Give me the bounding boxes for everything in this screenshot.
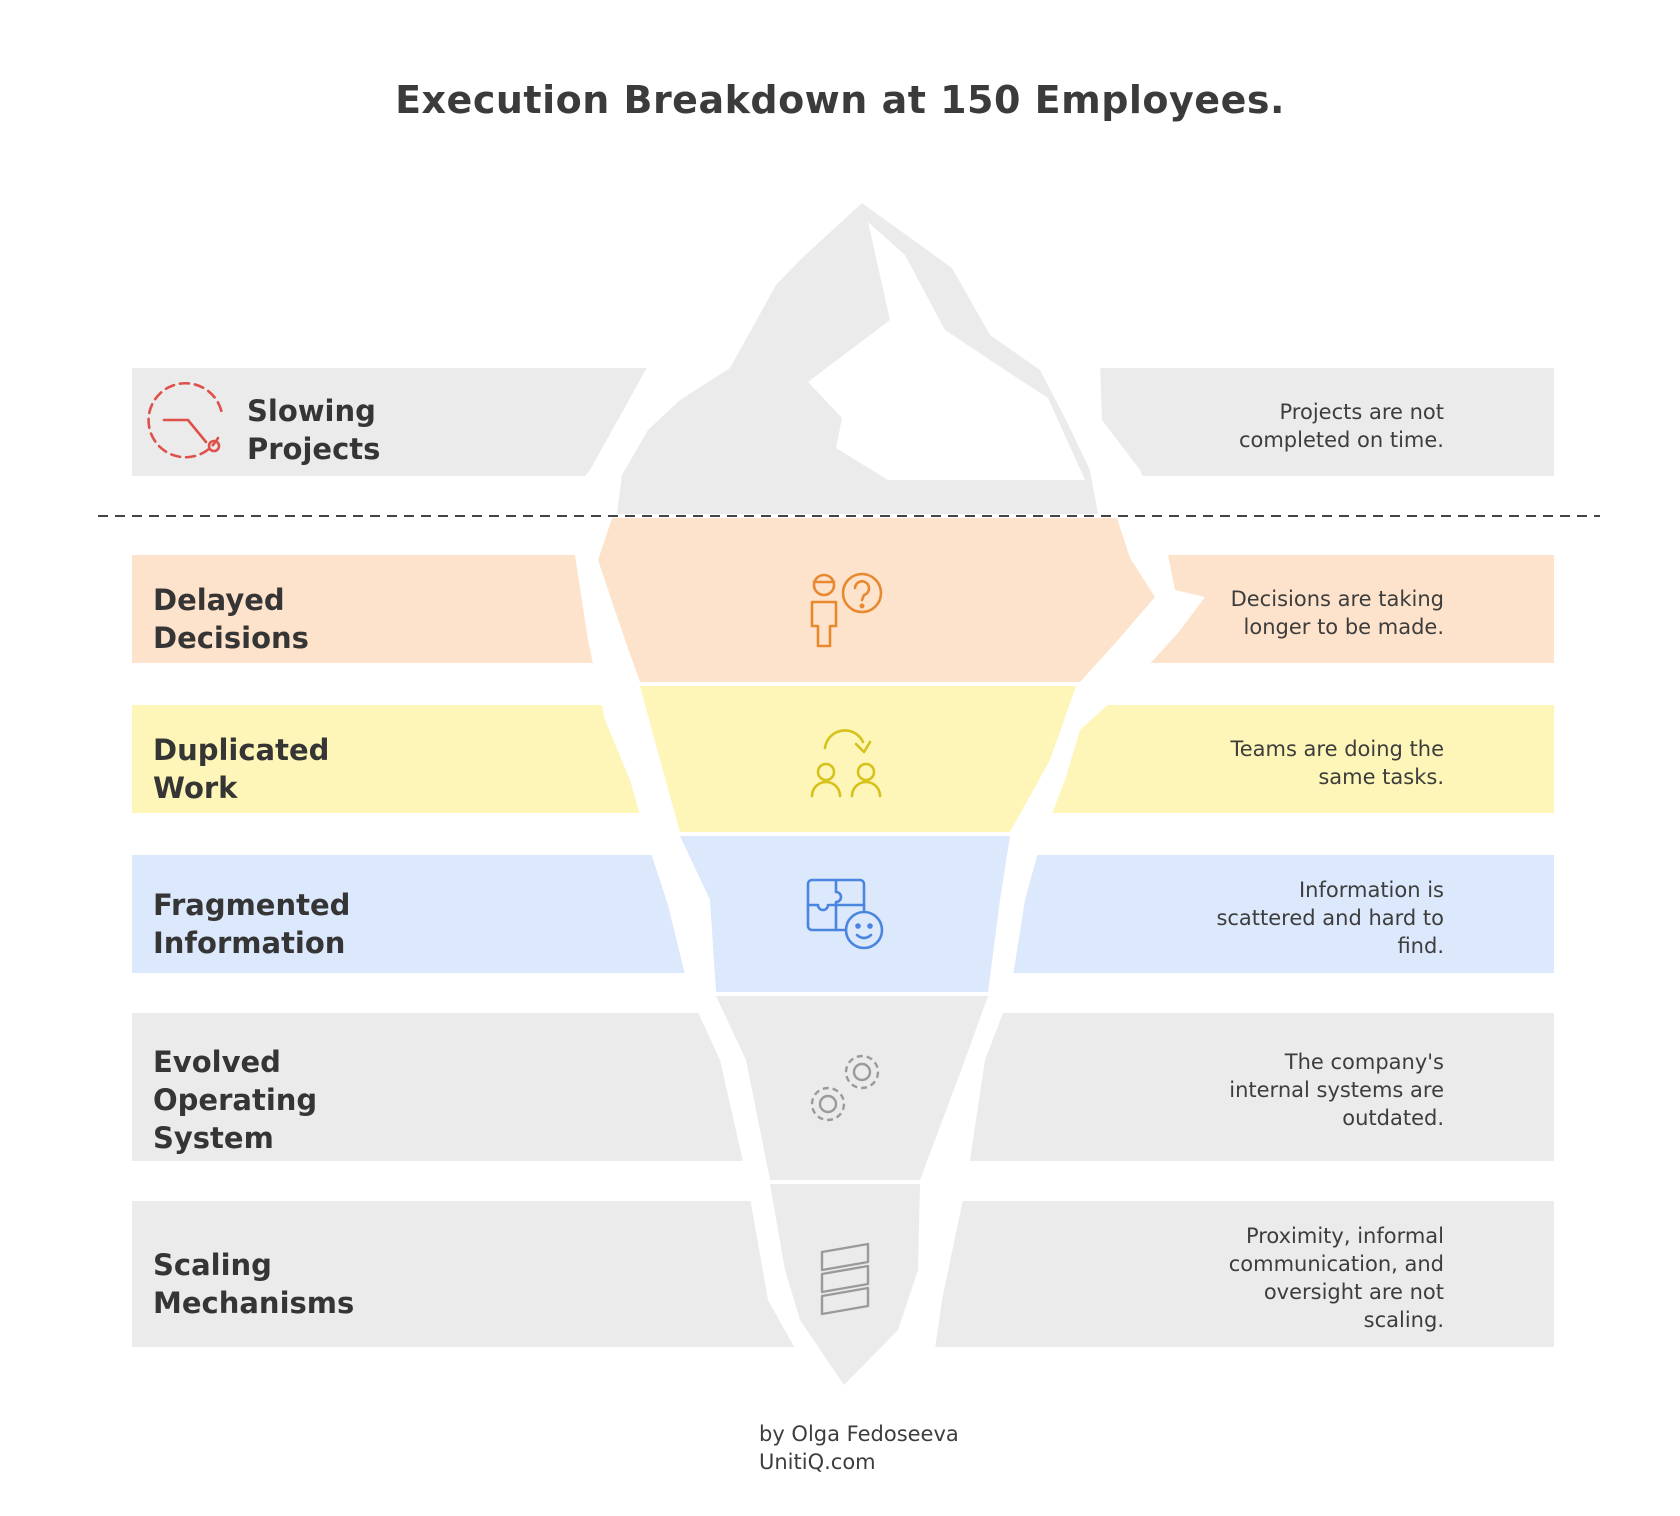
segment-4 — [680, 836, 1010, 992]
puzzle-face-icon — [806, 878, 884, 950]
segment-5 — [716, 996, 988, 1180]
layer-label-fragmented-information: Fragmented Information — [153, 888, 351, 960]
layer-description-delayed-decisions: Decisions are taking longer to be made. — [1230, 587, 1444, 639]
layer-description-fragmented-information: Information is scattered and hard to fin… — [1216, 878, 1444, 958]
timer-icon — [147, 381, 224, 459]
question-person-icon — [810, 572, 883, 648]
layer-label-duplicated-work: Duplicated Work — [153, 733, 330, 805]
segment-2 — [598, 518, 1155, 682]
layer-label-scaling-mechanisms: Scaling Mechanisms — [153, 1248, 355, 1320]
page-title: Execution Breakdown at 150 Employees. — [395, 78, 1285, 122]
credit-author: by Olga Fedoseeva — [759, 1422, 959, 1446]
segment-3 — [640, 686, 1076, 832]
segment-6 — [770, 1184, 920, 1385]
gears-icon — [810, 1054, 880, 1122]
layer-description-slowing-projects: Projects are not completed on time. — [1238, 400, 1444, 452]
layer-description-duplicated-work: Teams are doing the same tasks. — [1230, 737, 1444, 789]
credit: by Olga Fedoseeva UnitiQ.com — [759, 1420, 959, 1476]
layer-label-evolved-operating-system: Evolved Operating System — [153, 1045, 318, 1155]
layer-description-scaling-mechanisms: Proximity, informal communication, and o… — [1228, 1224, 1444, 1332]
layer-label-delayed-decisions: Delayed Decisions — [153, 583, 309, 655]
iceberg-snow — [808, 222, 1085, 480]
layer-description-evolved-operating-system: The company's internal systems are outda… — [1229, 1050, 1444, 1130]
stack-icon — [820, 1242, 870, 1316]
credit-site[interactable]: UnitiQ.com — [759, 1450, 876, 1474]
layer-label-slowing-projects: Slowing Projects — [247, 394, 381, 466]
people-loop-icon — [810, 729, 882, 798]
